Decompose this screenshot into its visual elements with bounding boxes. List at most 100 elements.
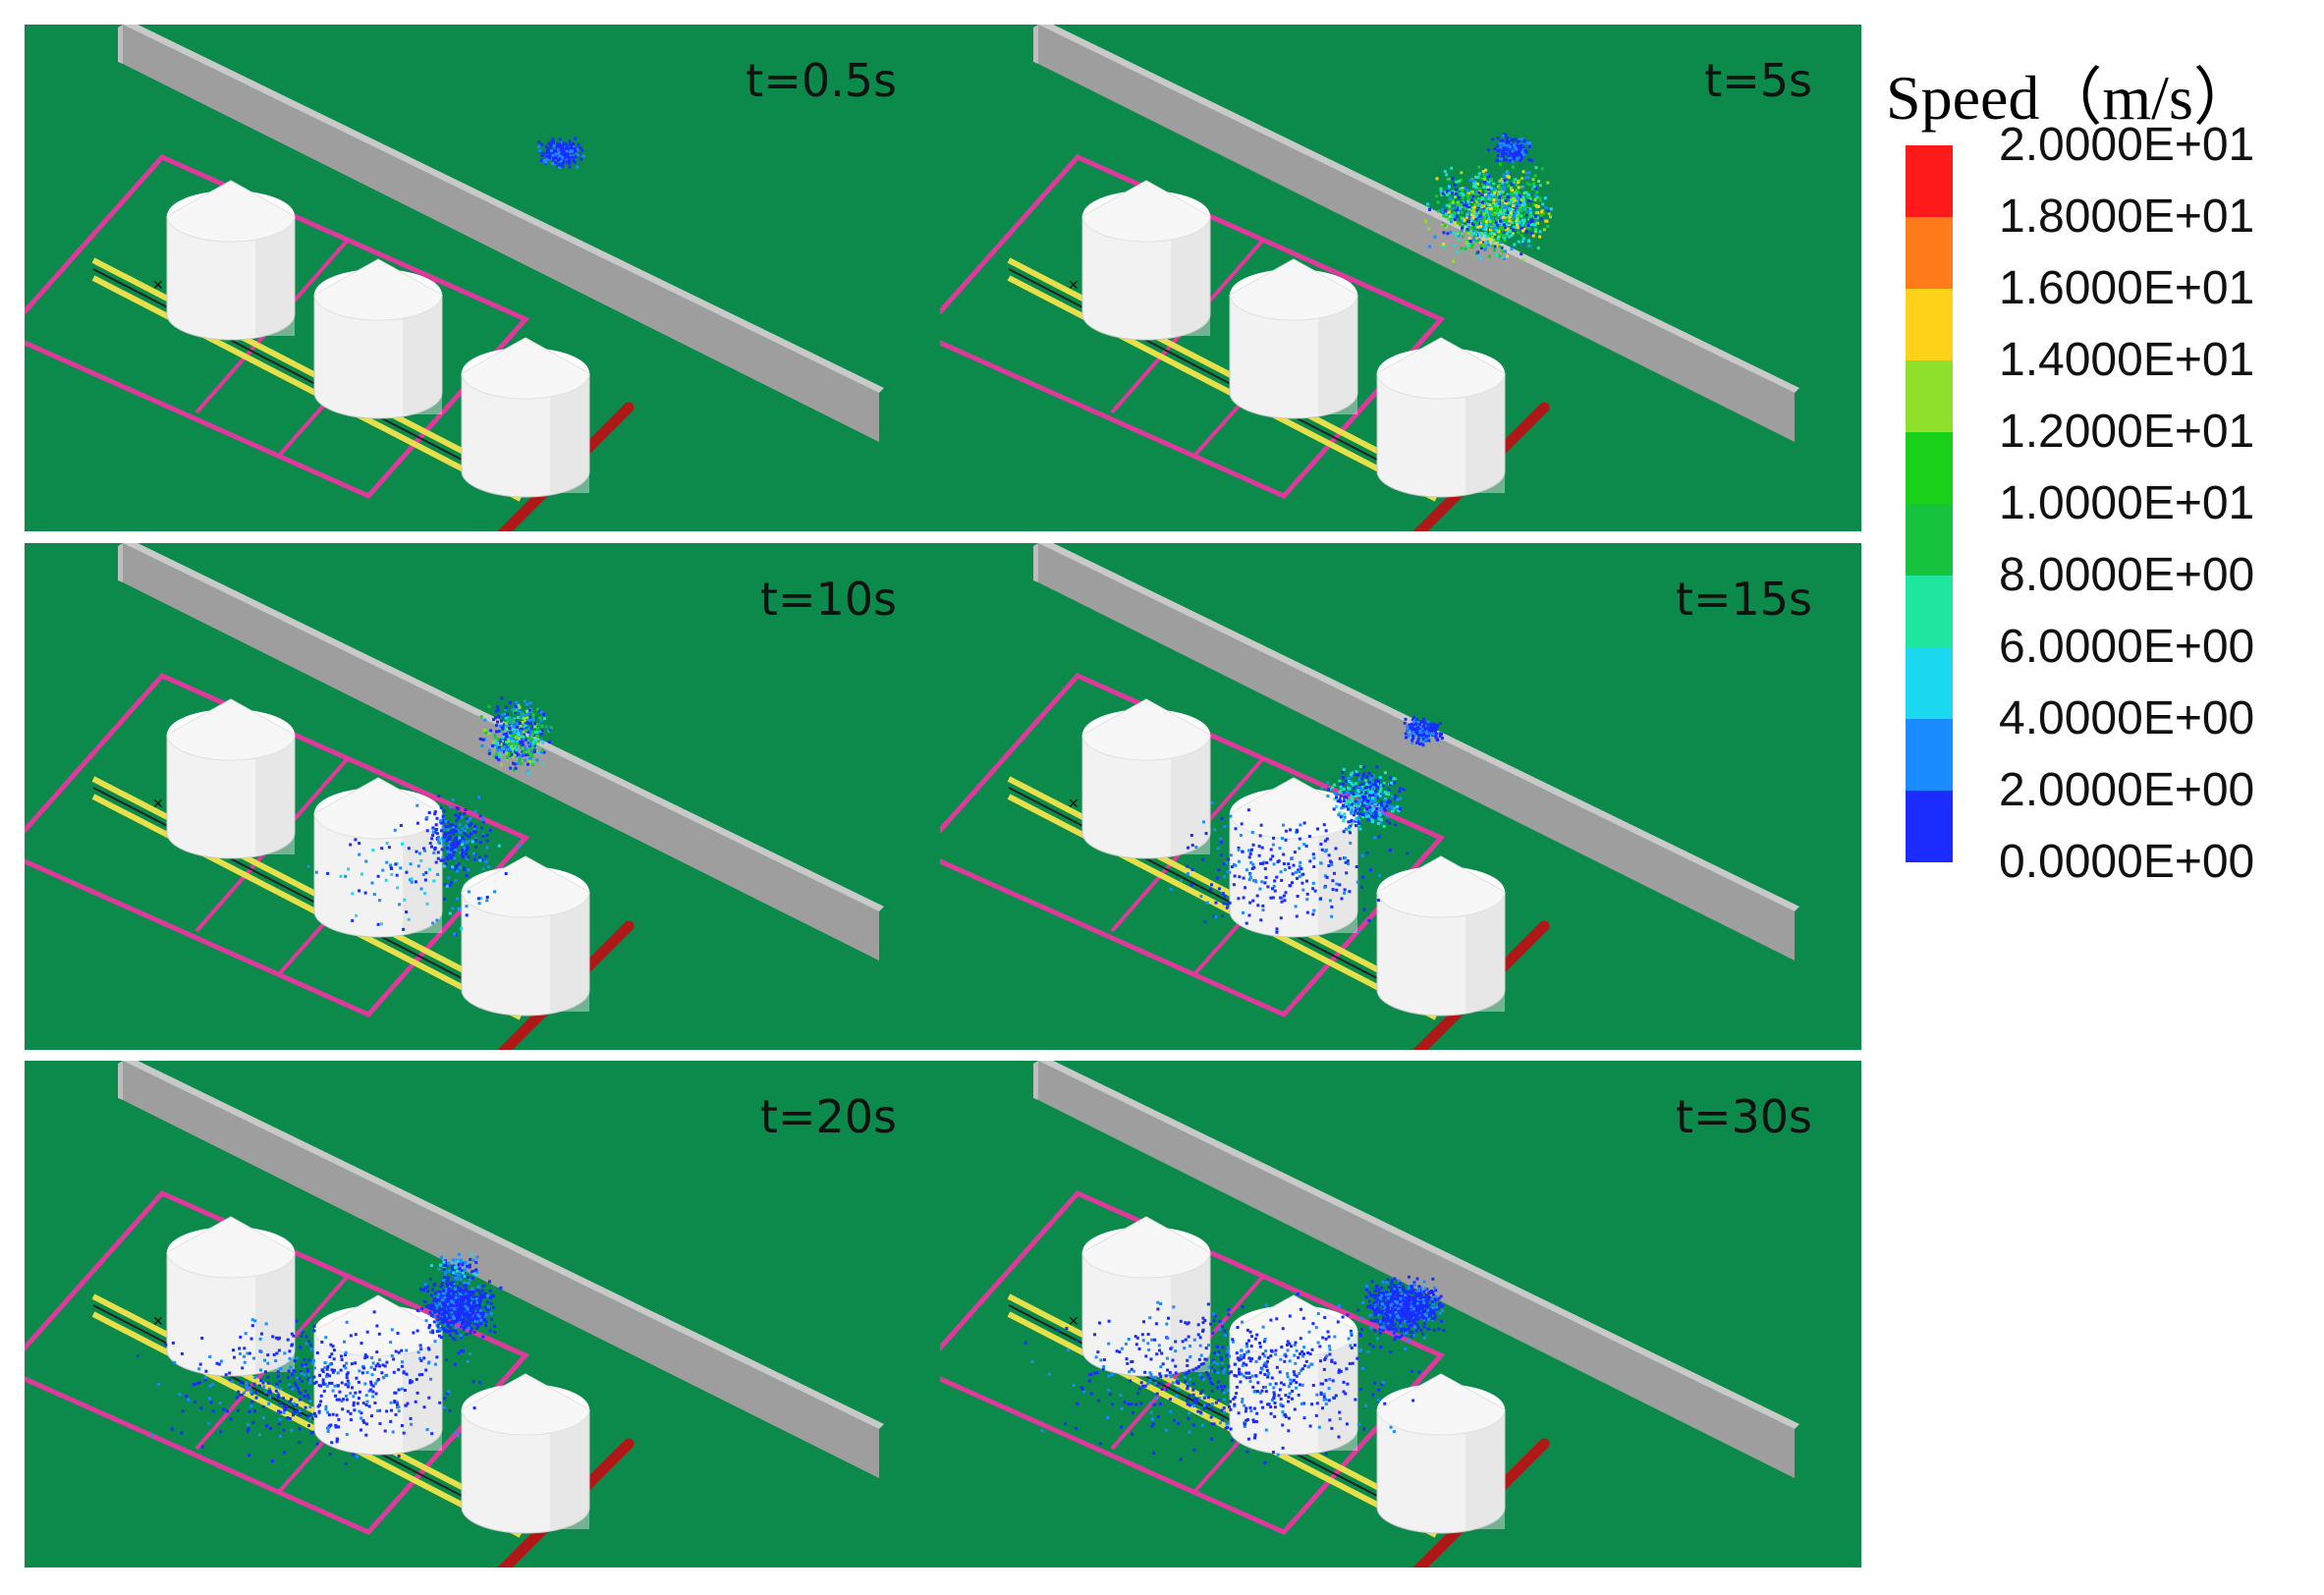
legend-value-label: 6.0000E+00 bbox=[1999, 621, 2255, 673]
storage-tank bbox=[1229, 258, 1358, 419]
legend-color-segment bbox=[1906, 647, 1953, 720]
storage-tank bbox=[461, 337, 590, 498]
rack-marker: ✕ bbox=[152, 1314, 164, 1330]
wall-end bbox=[1033, 25, 1038, 64]
particle-cloud bbox=[1169, 715, 1444, 934]
dike-boundary bbox=[940, 672, 1446, 1018]
legend-value-label: 1.8000E+01 bbox=[1999, 191, 2255, 243]
legend-color-segment bbox=[1906, 576, 1953, 648]
legend-value-label: 8.0000E+00 bbox=[1999, 549, 2255, 601]
legend-title: Speed（m/s） bbox=[1886, 63, 2256, 133]
pipe-rack-rail bbox=[1008, 787, 1437, 1010]
rack-marker: ✕ bbox=[1068, 797, 1079, 812]
time-label: t=10s bbox=[759, 573, 897, 626]
speed-legend: Speed（m/s） 2.0000E+01 1.8000E+01 1.6000E+0… bbox=[1866, 39, 2298, 904]
simulation-panel: ✕✕t=15s bbox=[940, 543, 1861, 1050]
wall-end bbox=[118, 1061, 123, 1100]
dike-boundary bbox=[25, 1189, 530, 1536]
simulation-scene: ✕✕ bbox=[25, 543, 946, 1050]
pipe-rack-rail bbox=[92, 787, 522, 1010]
pipe-rack-rail bbox=[91, 1311, 523, 1538]
simulation-panel: ✕✕t=30s bbox=[940, 1061, 1861, 1568]
pipe-rack-rail bbox=[1008, 268, 1437, 491]
time-label: t=20s bbox=[759, 1090, 897, 1143]
storage-tank bbox=[313, 258, 443, 419]
storage-tank bbox=[1376, 337, 1506, 498]
legend-value-label: 0.0000E+00 bbox=[1999, 836, 2255, 888]
particle-cloud bbox=[306, 696, 553, 936]
simulation-scene: ✕✕ bbox=[940, 1061, 1861, 1568]
legend-color-segment bbox=[1906, 432, 1953, 505]
wall-face bbox=[123, 1061, 879, 1478]
storage-tank bbox=[1081, 180, 1211, 341]
pipe-rack-rail bbox=[1007, 794, 1438, 1020]
wall-top bbox=[1038, 25, 1799, 393]
pipe-rack-rail bbox=[1007, 1293, 1438, 1520]
simulation-panel: ✕✕t=20s bbox=[25, 1061, 946, 1568]
simulation-scene: ✕✕ bbox=[940, 543, 1861, 1050]
storage-tank bbox=[166, 180, 296, 341]
legend-value-label: 1.4000E+01 bbox=[1999, 334, 2255, 386]
simulation-scene: ✕✕ bbox=[25, 1061, 946, 1568]
legend-value-label: 1.6000E+01 bbox=[1999, 262, 2255, 314]
legend-value-label: 1.0000E+01 bbox=[1999, 477, 2255, 529]
simulation-panel: ✕✕t=5s bbox=[940, 25, 1861, 531]
legend-value-label: 4.0000E+00 bbox=[1999, 692, 2255, 744]
legend-color-segment bbox=[1906, 145, 1953, 218]
particle-cloud bbox=[1024, 1275, 1446, 1464]
pipe-rack-rail bbox=[1007, 257, 1438, 484]
pipe-rack-rail bbox=[1008, 1304, 1437, 1527]
dike-boundary bbox=[25, 153, 530, 500]
storage-tank bbox=[1376, 1373, 1506, 1534]
legend-value-label: 2.0000E+01 bbox=[1999, 119, 2255, 171]
legend-color-segment bbox=[1906, 360, 1953, 433]
storage-tank bbox=[166, 698, 296, 859]
wall-face bbox=[123, 25, 879, 442]
simulation-scene: ✕✕ bbox=[25, 25, 946, 531]
time-label: t=0.5s bbox=[746, 54, 897, 107]
storage-tank bbox=[313, 777, 443, 938]
wall-end bbox=[1033, 543, 1038, 582]
pipe-rack-rail bbox=[1007, 275, 1438, 502]
simulation-panel: ✕✕t=0.5s bbox=[25, 25, 946, 531]
storage-tank bbox=[1229, 1294, 1358, 1456]
legend-color-segment bbox=[1906, 289, 1953, 361]
dike-boundary bbox=[25, 672, 530, 1018]
wall-top bbox=[123, 25, 884, 393]
time-label: t=15s bbox=[1675, 573, 1812, 626]
storage-tank bbox=[1376, 855, 1506, 1017]
wall-end bbox=[1033, 1061, 1038, 1100]
particle-cloud bbox=[136, 1252, 503, 1465]
legend-value-label: 2.0000E+00 bbox=[1999, 764, 2255, 816]
dike-boundary bbox=[940, 1189, 1446, 1536]
pipe-rack-rail bbox=[91, 794, 523, 1020]
pipe-rack-rail bbox=[91, 257, 523, 484]
wall-face bbox=[1038, 543, 1795, 961]
storage-tank bbox=[166, 1216, 296, 1377]
simulation-panel: ✕✕t=10s bbox=[25, 543, 946, 1050]
storage-tank bbox=[1081, 1216, 1211, 1377]
pipe-rack-rail bbox=[92, 268, 522, 491]
pipe-rack-rail bbox=[1007, 776, 1438, 1003]
particle-cloud bbox=[537, 137, 585, 169]
wall-face bbox=[1038, 1061, 1795, 1478]
simulation-scene: ✕✕ bbox=[940, 25, 1861, 531]
storage-tank bbox=[461, 1373, 590, 1534]
wall-end bbox=[118, 543, 123, 582]
pipe-rack-rail bbox=[91, 776, 523, 1003]
wall-top bbox=[123, 1061, 884, 1429]
dike-boundary bbox=[940, 153, 1446, 500]
pipe-rack-rail bbox=[91, 275, 523, 502]
wall-face bbox=[1038, 25, 1795, 442]
rack-marker: ✕ bbox=[1068, 278, 1079, 294]
rack-marker: ✕ bbox=[152, 278, 164, 294]
legend-color-segment bbox=[1906, 504, 1953, 577]
rack-marker: ✕ bbox=[152, 797, 164, 812]
time-label: t=30s bbox=[1675, 1090, 1812, 1143]
legend-color-segment bbox=[1906, 791, 1953, 862]
storage-tank bbox=[461, 855, 590, 1017]
time-label: t=5s bbox=[1704, 54, 1812, 107]
pipe-rack-rail bbox=[1007, 1311, 1438, 1538]
rack-marker: ✕ bbox=[1068, 1314, 1079, 1330]
storage-tank bbox=[1081, 698, 1211, 859]
